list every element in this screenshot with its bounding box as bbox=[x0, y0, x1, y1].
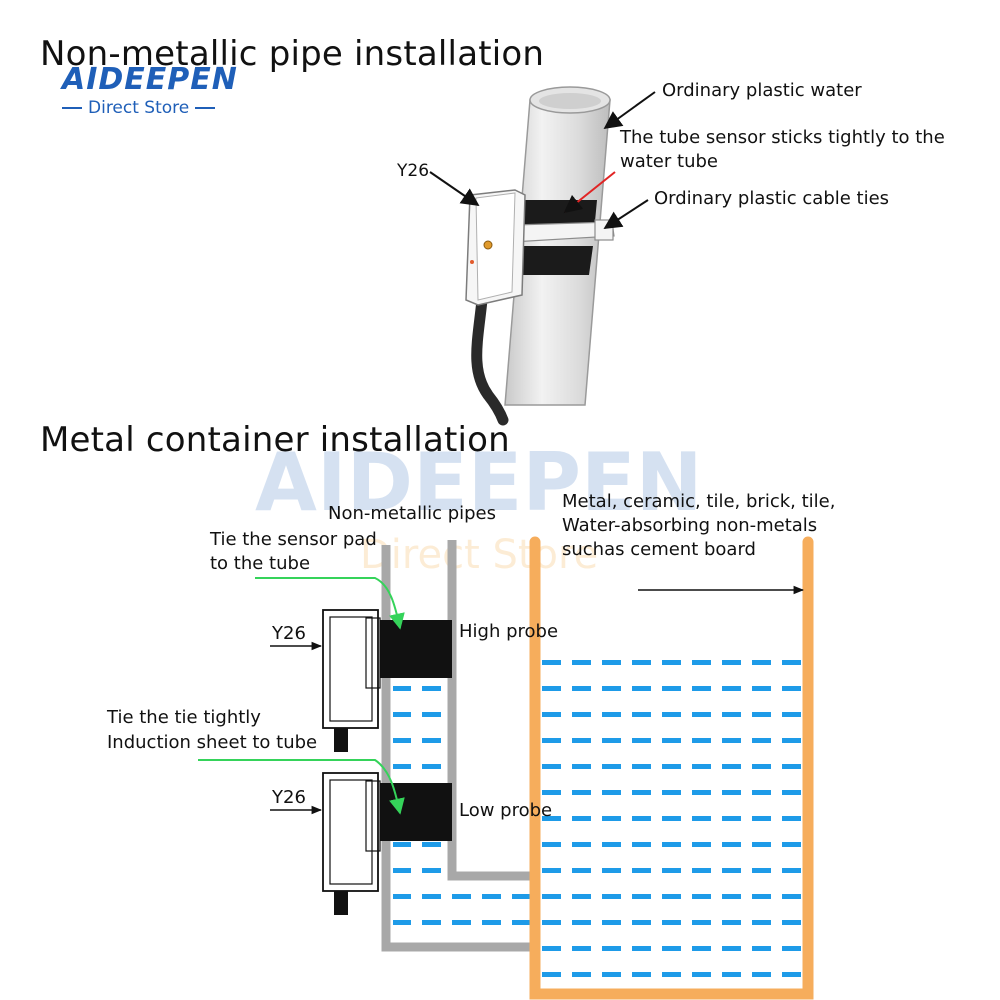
section2-illustration bbox=[198, 536, 814, 1000]
brand-tagline: Direct Store bbox=[88, 98, 190, 118]
tie-pad-line2: to the tube bbox=[210, 553, 311, 574]
section1-illustration bbox=[429, 86, 656, 426]
sensor-y26-top bbox=[322, 609, 379, 729]
low-probe-label: Low probe bbox=[459, 800, 553, 821]
section1-sensor-label: Y26 bbox=[397, 161, 430, 181]
container-line3: suchas cement board bbox=[562, 539, 756, 560]
sensor-pad-lower bbox=[512, 246, 593, 275]
tie-tight-line1: Tie the tie tightly bbox=[107, 707, 261, 728]
brand-logo: AIDEEPEN Direct Store bbox=[62, 64, 282, 118]
callout-ties: Ordinary plastic cable ties bbox=[654, 188, 890, 209]
container-line1: Metal, ceramic, tile, brick, tile, bbox=[562, 491, 836, 512]
svg-text:AIDEEPEN: AIDEEPEN bbox=[255, 436, 703, 529]
pipe-label: Non-metallic pipes bbox=[328, 503, 497, 524]
low-probe-pad bbox=[380, 783, 452, 841]
sensor-cable bbox=[471, 294, 509, 426]
container-line2: Water-absorbing non-metals bbox=[562, 515, 818, 536]
tie-pad-line1: Tie the sensor pad bbox=[210, 529, 377, 550]
brand-tagline-row: Direct Store bbox=[62, 98, 282, 118]
metal-container bbox=[529, 536, 814, 1000]
high-probe-label: High probe bbox=[459, 621, 559, 642]
callout-sensor-line2: water tube bbox=[620, 151, 718, 172]
sensor-label-bottom: Y26 bbox=[272, 787, 306, 808]
tie-tight-line2: Induction sheet to tube bbox=[107, 732, 318, 753]
container-water bbox=[540, 640, 805, 990]
brand-name: AIDEEPEN bbox=[62, 62, 238, 97]
svg-text:Direct Store: Direct Store bbox=[360, 532, 598, 578]
sensor-label-top: Y26 bbox=[272, 623, 306, 644]
watermark-logo: AIDEEPEN Direct Store bbox=[255, 436, 703, 578]
section1-title: Non-metallic pipe installation bbox=[40, 34, 545, 74]
section2-title: Metal container installation bbox=[40, 420, 510, 460]
sensor-y26-bottom bbox=[322, 772, 379, 892]
callout-sensor-line1: The tube sensor sticks tightly to the bbox=[620, 127, 945, 148]
high-probe-pad bbox=[380, 620, 452, 678]
callout-pipe: Ordinary plastic water bbox=[662, 80, 862, 101]
non-metallic-pipe bbox=[381, 545, 540, 952]
